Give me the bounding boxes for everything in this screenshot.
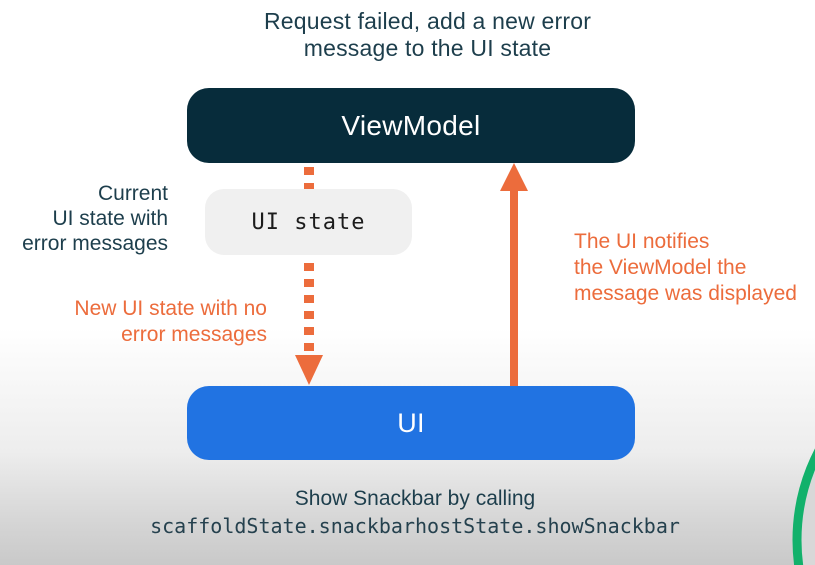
slide-title: Request failed, add a new error message … [40,8,815,62]
label-new-ui-state: New UI state with no error messages [74,297,267,346]
label-current-ui-state: Current UI state with error messages [22,182,168,255]
footer-caption: Show Snackbar by calling [294,487,536,510]
ui-box: UI [187,386,635,460]
ui-state-label: UI state [251,209,366,235]
viewmodel-box: ViewModel [187,88,635,163]
ui-label: UI [397,407,425,438]
slide-title-line-1: Request failed, add a new error [263,8,592,34]
viewmodel-label: ViewModel [341,109,481,141]
slide-title-line-2: message to the UI state [303,35,552,61]
ui-state-chip: UI state [205,189,412,255]
label-ui-notifies: The UI notifies the ViewModel the messag… [574,230,797,305]
solid-up-arrow-icon [500,163,528,388]
footer-code: scaffoldState.snackbarhostState.showSnac… [150,514,680,538]
